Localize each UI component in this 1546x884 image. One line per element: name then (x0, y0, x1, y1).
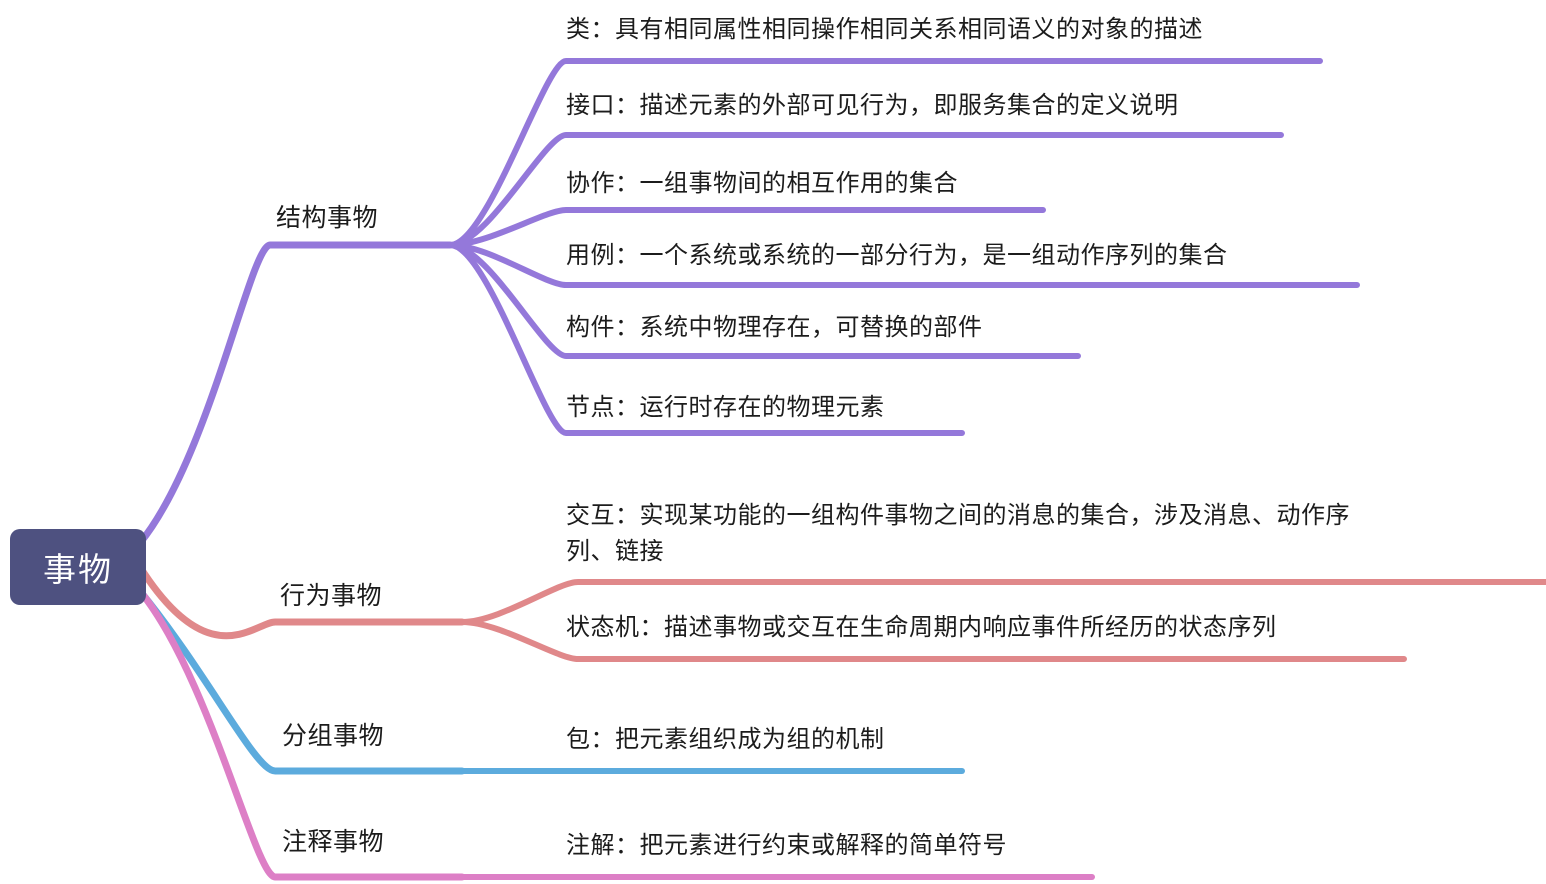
edge (447, 242, 965, 436)
edge (136, 241, 454, 547)
root-node[interactable]: 事物 (10, 529, 146, 605)
leaf-label-behavioral-0[interactable]: 交互：实现某功能的一组构件事物之间的消息的集合，涉及消息、动作序列、链接 (566, 502, 1350, 565)
edge (459, 579, 1546, 625)
branch-label-annotation[interactable]: 注释事物 (282, 828, 385, 856)
branch-label-structural[interactable]: 结构事物 (276, 204, 379, 232)
edge (447, 207, 1046, 248)
leaf-label-structural-0[interactable]: 类：具有相同属性相同操作相同关系相同语义的对象的描述 (566, 16, 1203, 43)
edge (136, 563, 466, 640)
branch-label-grouping[interactable]: 分组事物 (282, 722, 385, 750)
leaf-label-structural-5[interactable]: 节点：运行时存在的物理元素 (566, 394, 885, 421)
edge (459, 619, 1407, 662)
branch-label-behavioral[interactable]: 行为事物 (280, 582, 383, 610)
leaf-label-structural-3[interactable]: 用例：一个系统或系统的一部分行为，是一组动作序列的集合 (566, 242, 1228, 269)
leaf-label-annotation-0[interactable]: 注解：把元素进行约束或解释的简单符号 (566, 832, 1007, 859)
root-node-label: 事物 (43, 551, 113, 588)
leaf-label-structural-1[interactable]: 接口：描述元素的外部可见行为，即服务集合的定义说明 (566, 92, 1179, 119)
edge (447, 58, 1323, 248)
leaf-label-grouping-0[interactable]: 包：把元素组织成为组的机制 (566, 726, 885, 753)
edge (447, 132, 1284, 248)
leaf-label-structural-4[interactable]: 构件：系统中物理存在，可替换的部件 (566, 314, 983, 341)
leaf-label-structural-2[interactable]: 协作：一组事物间的相互作用的集合 (566, 170, 958, 197)
leaf-label-behavioral-1[interactable]: 状态机：描述事物或交互在生命周期内响应事件所经历的状态序列 (566, 614, 1277, 641)
edge (136, 587, 466, 881)
